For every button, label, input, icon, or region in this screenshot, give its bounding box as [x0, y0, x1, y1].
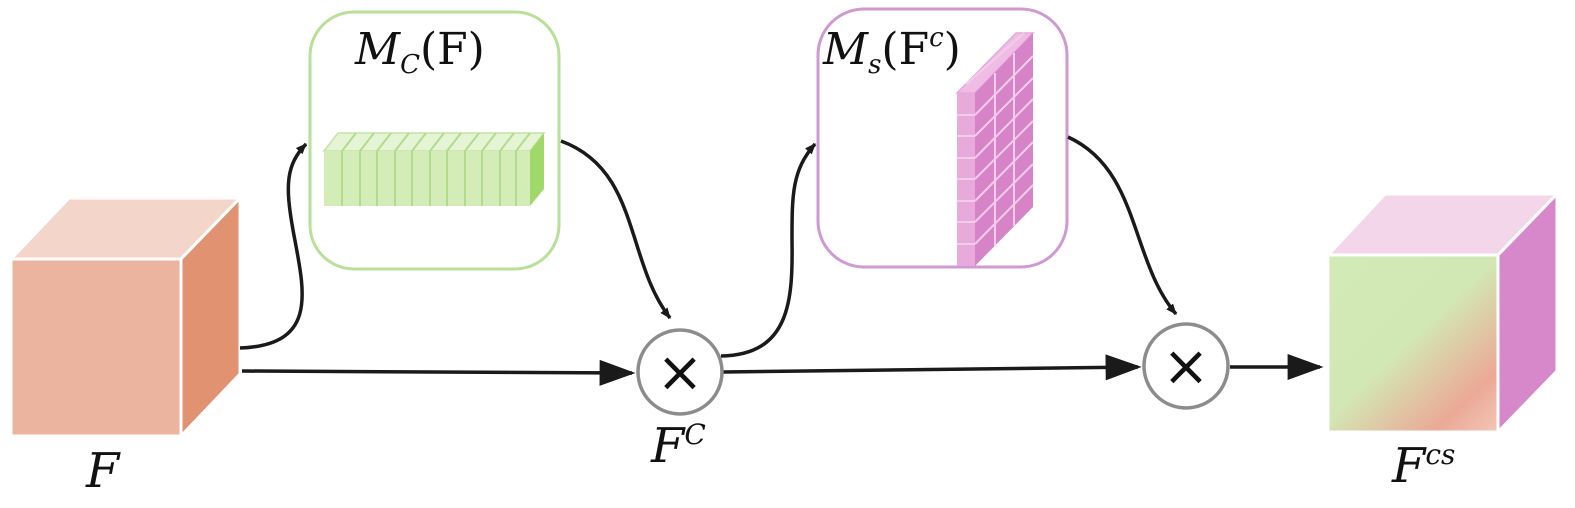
- input-feature-cube: [9, 196, 242, 438]
- arrow-spatial-to-multiply: [1067, 135, 1178, 316]
- spatial-map-plane: [955, 32, 1035, 266]
- multiply-operator-2: ×: [1142, 322, 1230, 410]
- output-label: Fcs: [1391, 438, 1455, 494]
- channel-attention-label: MC(F): [354, 24, 485, 80]
- arrow-input-to-multiply: [241, 359, 636, 386]
- arrow-channel-to-multiply: [560, 139, 672, 320]
- channel-attention-box: [308, 10, 561, 271]
- spatial-attention-box: [816, 7, 1069, 269]
- multiply-2-symbol: ×: [1163, 334, 1210, 399]
- channel-vector-bar: [322, 132, 546, 206]
- arrow-refined-to-spatial: [720, 142, 817, 358]
- input-label: F: [85, 443, 121, 499]
- arrow-refined-to-multiply: [722, 354, 1142, 381]
- output-feature-cube: [1326, 192, 1559, 434]
- flow-arrows: [239, 135, 1324, 386]
- spatial-attention-label: Ms(Fc): [822, 23, 961, 80]
- output-cube-front: [1326, 253, 1500, 434]
- channel-refined-label: FC: [650, 418, 706, 474]
- multiply-1-symbol: ×: [657, 340, 704, 405]
- arrow-input-to-channel: [239, 142, 308, 350]
- multiply-operator-1: ×: [636, 328, 724, 416]
- input-cube-front: [9, 257, 183, 438]
